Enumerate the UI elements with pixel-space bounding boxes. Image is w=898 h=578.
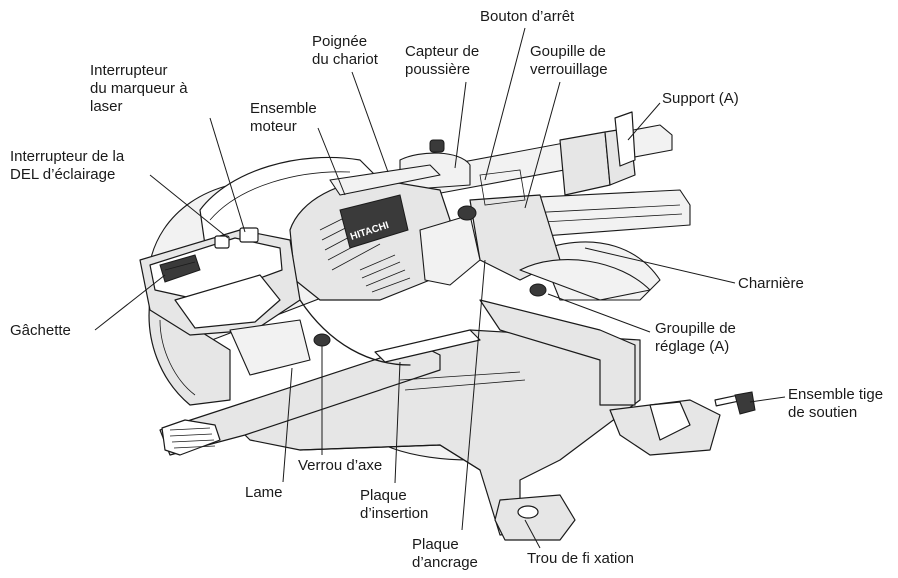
leader-moteur [317, 127, 346, 196]
label-bouton-arret: Bouton d’arrêt [480, 8, 575, 25]
label-plaque-insertion: Plaque d’insertion [360, 487, 429, 522]
label-interrupteur-laser: Interrupteur du marqueur à laser [90, 62, 188, 115]
saw-head: HITACHI [139, 111, 691, 376]
leader-lines [94, 27, 786, 549]
label-trou-fixation: Trou de fi xation [527, 550, 634, 567]
label-lame: Lame [245, 484, 283, 501]
leader-bouton-arret [484, 27, 526, 181]
label-ensemble-moteur: Ensemble moteur [250, 100, 317, 135]
leader-trou [524, 519, 541, 549]
label-ensemble-tige: Ensemble tige de soutien [788, 386, 884, 421]
leader-laser [209, 117, 246, 233]
leader-goupille-verrouillage [524, 81, 561, 209]
leader-gachette [94, 274, 166, 331]
leader-poignee [351, 71, 389, 173]
leader-ancrage [461, 259, 486, 531]
label-charniere: Charnière [738, 275, 804, 292]
label-goupille-reglage: Groupille de réglage (A) [655, 320, 736, 355]
leader-support [627, 102, 661, 141]
label-capteur-poussiere: Capteur de poussière [405, 43, 480, 78]
label-goupille-verrouillage: Goupille de verrouillage [530, 43, 608, 78]
leader-lame [282, 367, 293, 483]
leader-tige [749, 396, 786, 403]
leader-reglage [547, 293, 651, 333]
label-gachette: Gâchette [10, 322, 71, 339]
label-poignee-chariot: Poignée du chariot [312, 33, 378, 68]
label-interrupteur-del: Interrupteur de la DEL d’éclairage [10, 148, 125, 183]
label-support-a: Support (A) [662, 90, 739, 107]
leader-charniere [584, 247, 736, 284]
label-plaque-ancrage: Plaque d’ancrage [412, 536, 478, 571]
leader-del [149, 174, 229, 239]
label-verrou-axe: Verrou d’axe [298, 457, 383, 474]
leader-capteur [454, 81, 467, 169]
leader-insertion [394, 361, 401, 484]
